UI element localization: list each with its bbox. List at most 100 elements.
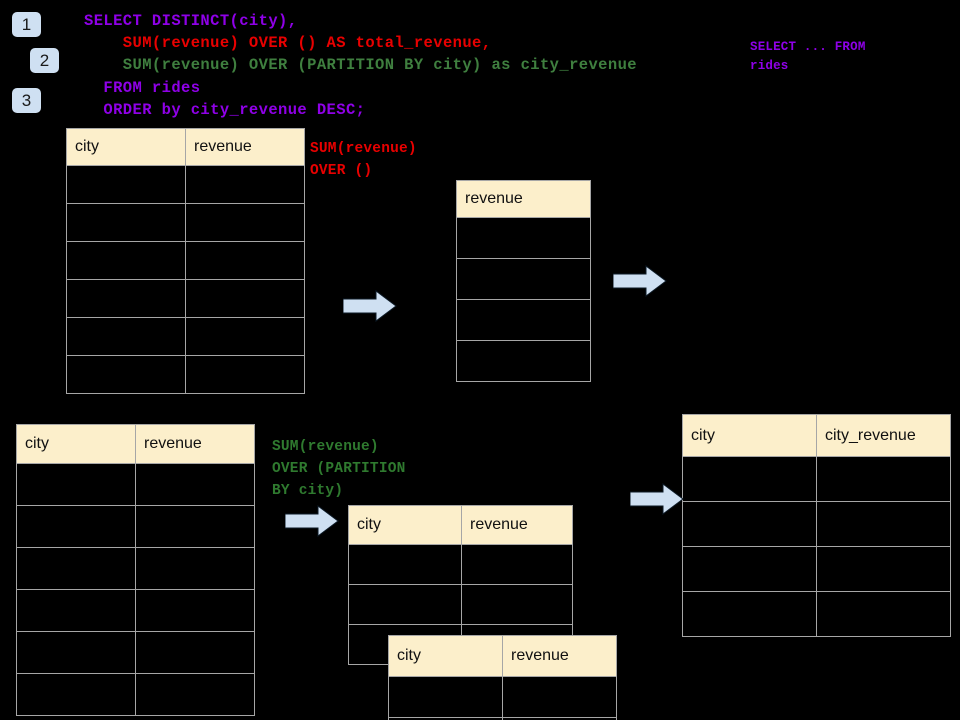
- total-revenue-table: revenue: [456, 180, 591, 382]
- cell-city: [682, 456, 817, 502]
- cell-city-revenue: [816, 546, 951, 592]
- cell-revenue: [135, 505, 255, 548]
- table-row: [682, 501, 951, 547]
- cell-city: [66, 317, 186, 356]
- cell-revenue: [502, 676, 617, 718]
- table-header-row: city revenue: [66, 128, 305, 166]
- table-row: [16, 589, 255, 632]
- table-row: [388, 717, 617, 720]
- arrow-rides-to-total-revenue-icon: [343, 290, 397, 322]
- table-row: [682, 546, 951, 592]
- cell-city: [16, 547, 136, 590]
- cell-city: [348, 584, 462, 625]
- annotation-over-empty: OVER (): [310, 163, 373, 179]
- cell-revenue: [456, 299, 591, 341]
- column-header-city: city: [388, 635, 503, 677]
- result-table: city city_revenue: [682, 414, 951, 637]
- cell-city-revenue: [816, 456, 951, 502]
- cell-city: [66, 279, 186, 318]
- cell-revenue: [135, 631, 255, 674]
- table-row: [16, 505, 255, 548]
- table-header-row: city revenue: [388, 635, 617, 677]
- table-row: [348, 584, 573, 625]
- cell-revenue: [185, 241, 305, 280]
- cell-revenue: [185, 355, 305, 394]
- column-header-city-revenue: city_revenue: [816, 414, 951, 457]
- column-header-revenue: revenue: [185, 128, 305, 166]
- table-row: [66, 317, 305, 356]
- side-note-select-from: SELECT ... FROM: [750, 40, 866, 54]
- cell-city: [16, 631, 136, 674]
- table-row: [682, 591, 951, 637]
- table-row: [456, 340, 591, 382]
- cell-revenue: [185, 317, 305, 356]
- cell-city: [388, 676, 503, 718]
- cell-city: [348, 544, 462, 585]
- cell-city: [16, 589, 136, 632]
- table-header-row: revenue: [456, 180, 591, 218]
- cell-city: [16, 673, 136, 716]
- cell-revenue: [502, 717, 617, 720]
- partition-group-table-front: city revenue: [388, 635, 617, 720]
- step-badge-3: 3: [12, 88, 41, 113]
- cell-revenue: [456, 340, 591, 382]
- column-header-revenue: revenue: [135, 424, 255, 464]
- table-header-row: city city_revenue: [682, 414, 951, 457]
- table-row: [66, 165, 305, 204]
- arrow-partition-to-result-icon: [630, 483, 684, 515]
- table-row: [388, 676, 617, 718]
- cell-city: [16, 505, 136, 548]
- arrow-rides-to-partition-icon: [285, 505, 339, 537]
- rides-source-table: city revenue: [66, 128, 305, 394]
- column-header-revenue: revenue: [502, 635, 617, 677]
- annotation-sum-revenue-partition-3: BY city): [272, 483, 344, 499]
- table-row: [66, 203, 305, 242]
- cell-revenue: [185, 165, 305, 204]
- column-header-city: city: [66, 128, 186, 166]
- sql-line-select-distinct: SELECT DISTINCT(city),: [84, 12, 298, 30]
- table-row: [66, 279, 305, 318]
- table-header-row: city revenue: [348, 505, 573, 545]
- cell-revenue: [185, 203, 305, 242]
- table-row: [456, 217, 591, 259]
- table-row: [456, 258, 591, 300]
- cell-revenue: [135, 589, 255, 632]
- cell-revenue: [185, 279, 305, 318]
- cell-city: [66, 355, 186, 394]
- table-row: [16, 463, 255, 506]
- rides-source-table-2: city revenue: [16, 424, 255, 716]
- cell-revenue: [461, 584, 573, 625]
- cell-revenue: [135, 547, 255, 590]
- table-row: [66, 241, 305, 280]
- step-badge-2: 2: [30, 48, 59, 73]
- cell-city: [66, 165, 186, 204]
- column-header-revenue: revenue: [461, 505, 573, 545]
- cell-city: [682, 591, 817, 637]
- sql-line-from: FROM rides: [84, 79, 201, 97]
- table-row: [682, 456, 951, 502]
- table-row: [348, 544, 573, 585]
- cell-revenue: [461, 544, 573, 585]
- sql-line-total-revenue: SUM(revenue) OVER () AS total_revenue,: [84, 34, 492, 52]
- cell-revenue: [456, 258, 591, 300]
- arrow-total-revenue-to-result-icon: [613, 265, 667, 297]
- table-row: [16, 547, 255, 590]
- annotation-sum-revenue-partition-1: SUM(revenue): [272, 439, 379, 455]
- table-row: [16, 631, 255, 674]
- sql-line-order-by: ORDER by city_revenue DESC;: [84, 101, 366, 119]
- step-badge-1: 1: [12, 12, 41, 37]
- cell-city: [682, 501, 817, 547]
- cell-city: [16, 463, 136, 506]
- cell-revenue: [135, 673, 255, 716]
- cell-city-revenue: [816, 591, 951, 637]
- column-header-city: city: [348, 505, 462, 545]
- side-note-rides: rides: [750, 59, 789, 73]
- annotation-sum-revenue-over: SUM(revenue): [310, 141, 417, 157]
- cell-city: [66, 203, 186, 242]
- sql-line-city-revenue: SUM(revenue) OVER (PARTITION BY city) as…: [84, 56, 637, 74]
- cell-city: [66, 241, 186, 280]
- table-row: [456, 299, 591, 341]
- column-header-city: city: [682, 414, 817, 457]
- cell-city: [682, 546, 817, 592]
